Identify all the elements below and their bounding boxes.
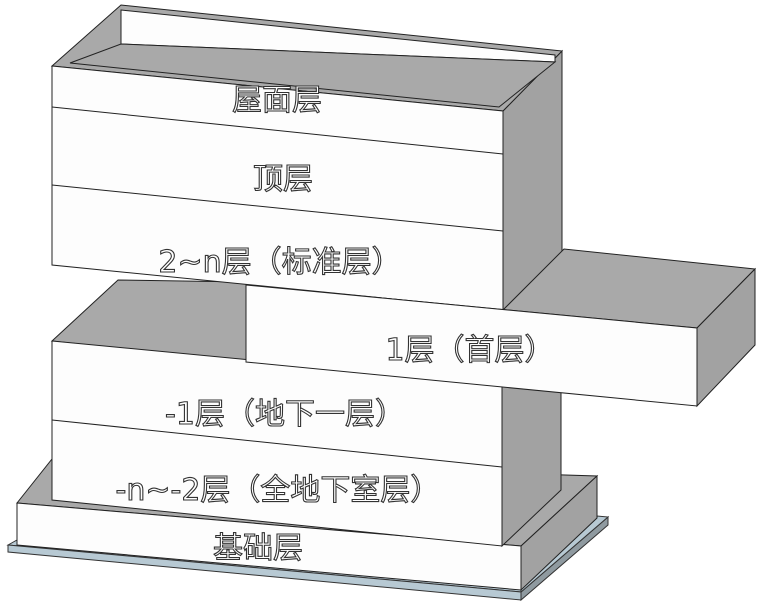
label-standard-floors: 2~n层（标准层） bbox=[158, 245, 401, 280]
label-roof: 屋面层 bbox=[232, 83, 322, 118]
label-basement-1: -1层（地下一层） bbox=[165, 397, 405, 432]
floor-divider bbox=[51, 184, 504, 232]
roof-deck bbox=[69, 43, 557, 108]
label-foundation: 基础层 bbox=[213, 531, 303, 566]
upper-block bbox=[50, 4, 564, 311]
floor-divider bbox=[51, 106, 504, 155]
floor-divider bbox=[51, 419, 503, 468]
label-top-floor: 顶层 bbox=[253, 162, 313, 197]
label-basements: -n~-2层（全地下室层） bbox=[116, 473, 441, 508]
first-floor-block bbox=[245, 248, 757, 408]
label-first-floor: 1层（首层） bbox=[385, 333, 554, 368]
